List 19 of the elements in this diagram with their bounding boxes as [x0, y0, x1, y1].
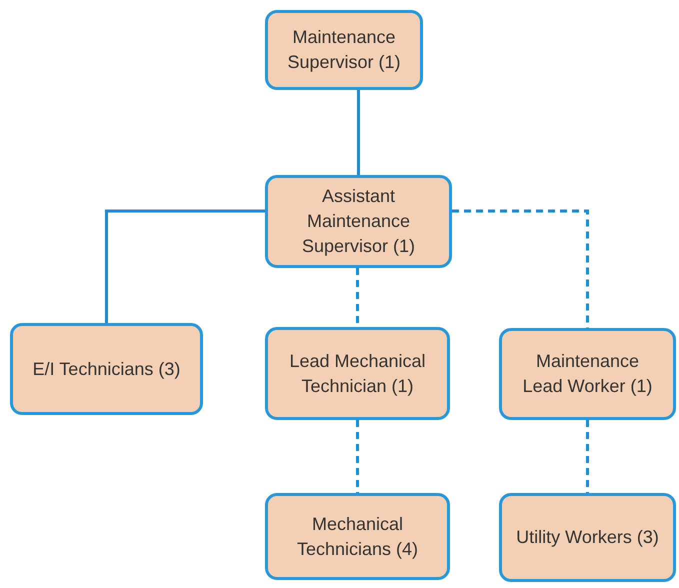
role-title: Utility Workers (3): [516, 526, 659, 549]
role-title: E/I Technicians (3): [32, 358, 180, 381]
connector-line: [357, 90, 360, 175]
role-title: Maintenance Supervisor (1): [286, 26, 402, 74]
role-title: Maintenance Lead Worker (1): [522, 350, 654, 398]
connector-line: [356, 420, 359, 493]
role-box: [499, 493, 676, 582]
role-box: [265, 10, 423, 90]
connector-line: [452, 210, 589, 328]
role-box: [499, 328, 676, 420]
role-box: [265, 493, 450, 580]
connector-line: [105, 210, 265, 323]
role-box: [10, 323, 203, 415]
connector-line: [586, 420, 589, 493]
role-box: [265, 175, 452, 268]
role-title: Lead Mechanical Technician (1): [288, 350, 427, 398]
role-title: Assistant Maintenance Supervisor (1): [300, 185, 416, 258]
role-title: Mechanical Technicians (4): [296, 512, 420, 561]
role-box: [265, 327, 450, 420]
